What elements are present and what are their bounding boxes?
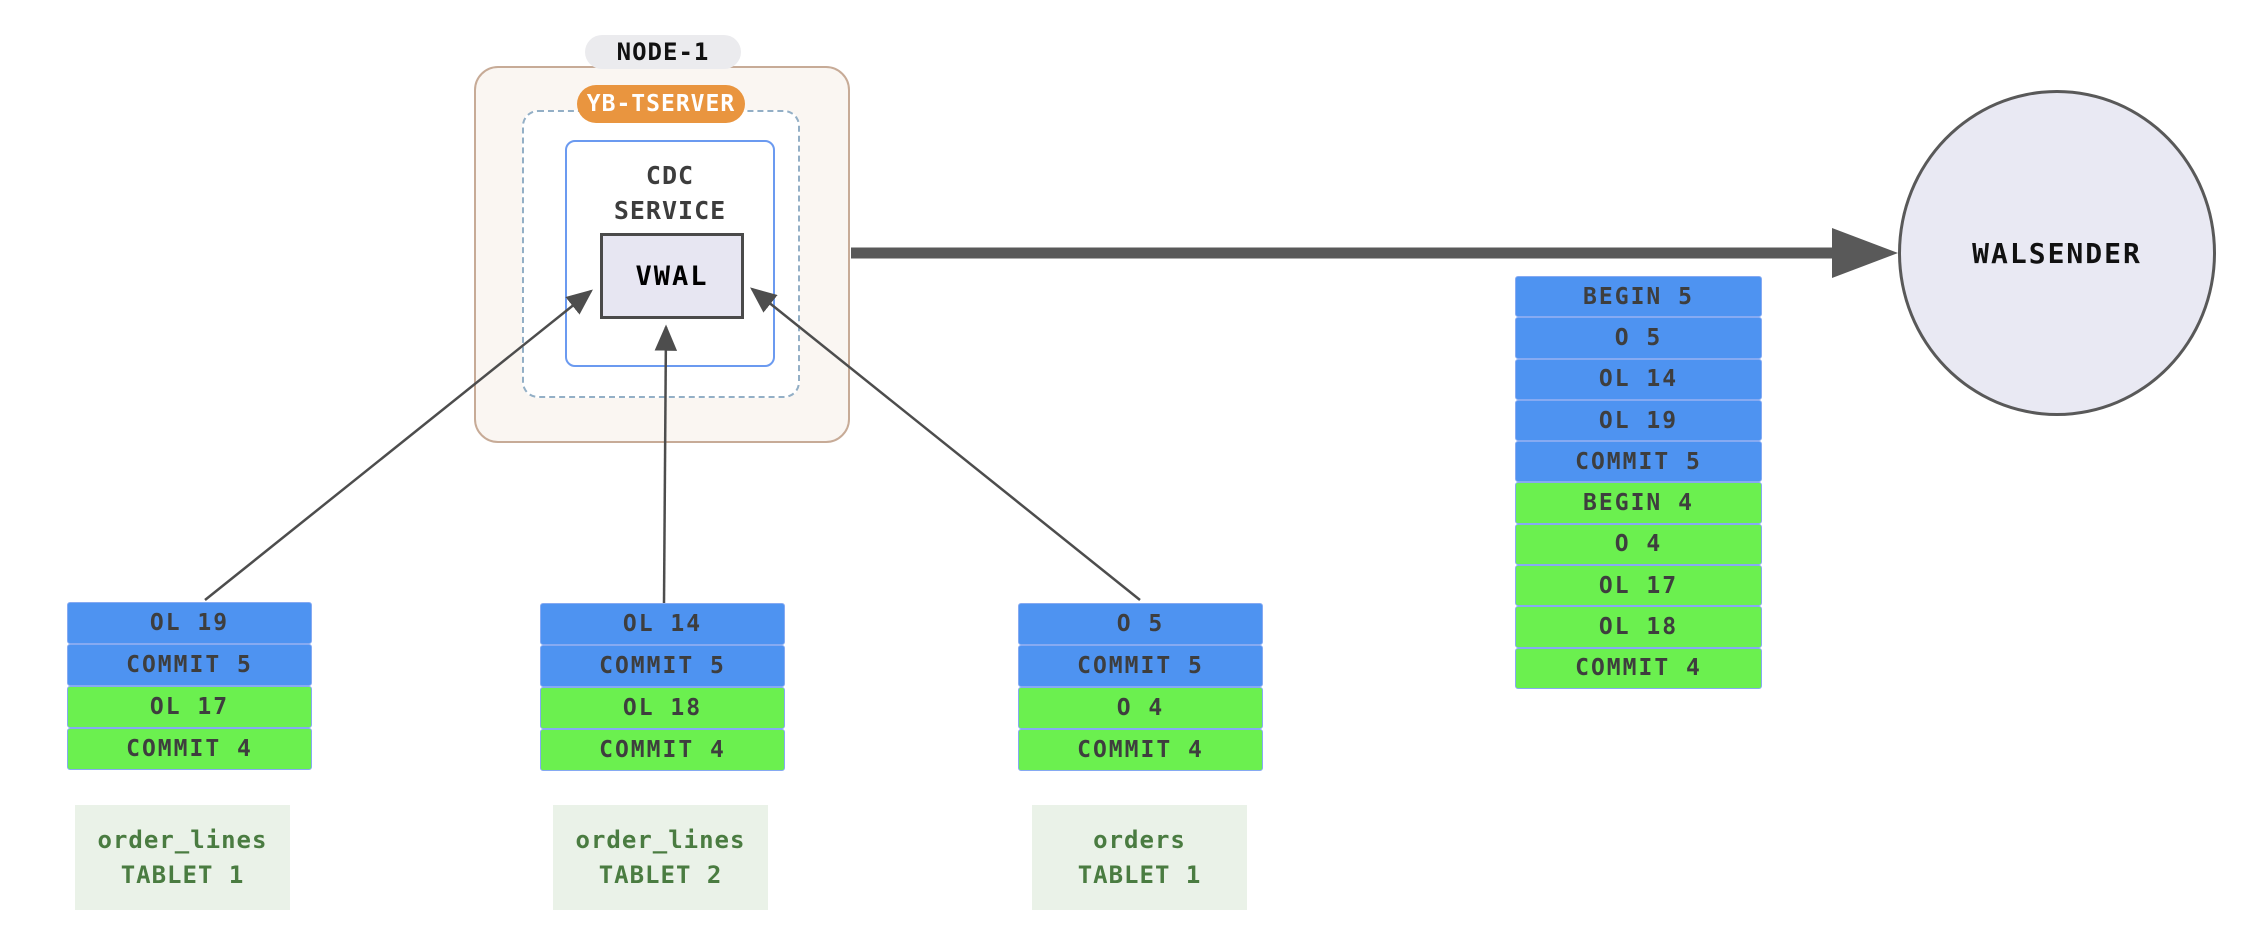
stream-record: OL 14 <box>1515 358 1762 400</box>
stream-record: OL 18 <box>1515 606 1762 648</box>
yb-tserver-label: YB-TSERVER <box>577 85 745 123</box>
stream-record: BEGIN 5 <box>1515 276 1762 318</box>
wal-record: O 5 <box>1018 603 1263 645</box>
tablet3-label: orders TABLET 1 <box>1032 805 1247 910</box>
wal-record: COMMIT 4 <box>67 728 312 770</box>
stream-record: O 4 <box>1515 523 1762 566</box>
vwal-label: VWAL <box>635 260 709 292</box>
vwal-box: VWAL <box>600 233 744 319</box>
tablet3-label-table: orders <box>1093 825 1186 854</box>
stream-record: COMMIT 5 <box>1515 441 1762 483</box>
wal-record: OL 18 <box>540 687 785 729</box>
tablet3-label-tablet: TABLET 1 <box>1077 860 1202 889</box>
cdc-service-label-line2: SERVICE <box>613 196 727 225</box>
tablet1-wal-stack: OL 19 COMMIT 5 OL 17 COMMIT 4 <box>67 602 312 770</box>
tablet2-label-table: order_lines <box>575 825 746 854</box>
wal-record: OL 19 <box>67 602 312 644</box>
stream-record: O 5 <box>1515 317 1762 359</box>
tablet2-label: order_lines TABLET 2 <box>553 805 768 910</box>
wal-record: OL 17 <box>67 686 312 728</box>
wal-record: OL 14 <box>540 603 785 645</box>
walsender-label: WALSENDER <box>1972 236 2142 270</box>
tablet3-wal-stack: O 5 COMMIT 5 O 4 COMMIT 4 <box>1018 603 1263 771</box>
tablet1-label-table: order_lines <box>97 825 268 854</box>
tablet2-label-tablet: TABLET 2 <box>598 860 723 889</box>
wal-record: COMMIT 5 <box>67 644 312 686</box>
arrow-cdc-to-walsender-head <box>1832 228 1898 278</box>
stream-record: BEGIN 4 <box>1515 482 1762 524</box>
merged-stream-stack: BEGIN 5 O 5 OL 14 OL 19 COMMIT 5 BEGIN 4… <box>1515 276 1762 689</box>
wal-record: O 4 <box>1018 687 1263 729</box>
tablet1-label: order_lines TABLET 1 <box>75 805 290 910</box>
stream-record: OL 19 <box>1515 399 1762 442</box>
stream-record: COMMIT 4 <box>1515 647 1762 689</box>
wal-record: COMMIT 4 <box>540 729 785 771</box>
node1-label: NODE-1 <box>585 35 741 69</box>
walsender-node: WALSENDER <box>1898 90 2216 416</box>
wal-record: COMMIT 5 <box>540 645 785 687</box>
cdc-service-label-line1: CDC <box>645 161 695 190</box>
tablet1-label-tablet: TABLET 1 <box>120 860 245 889</box>
stream-record: OL 17 <box>1515 565 1762 607</box>
tablet2-wal-stack: OL 14 COMMIT 5 OL 18 COMMIT 4 <box>540 603 785 771</box>
wal-record: COMMIT 5 <box>1018 645 1263 687</box>
wal-record: COMMIT 4 <box>1018 729 1263 771</box>
